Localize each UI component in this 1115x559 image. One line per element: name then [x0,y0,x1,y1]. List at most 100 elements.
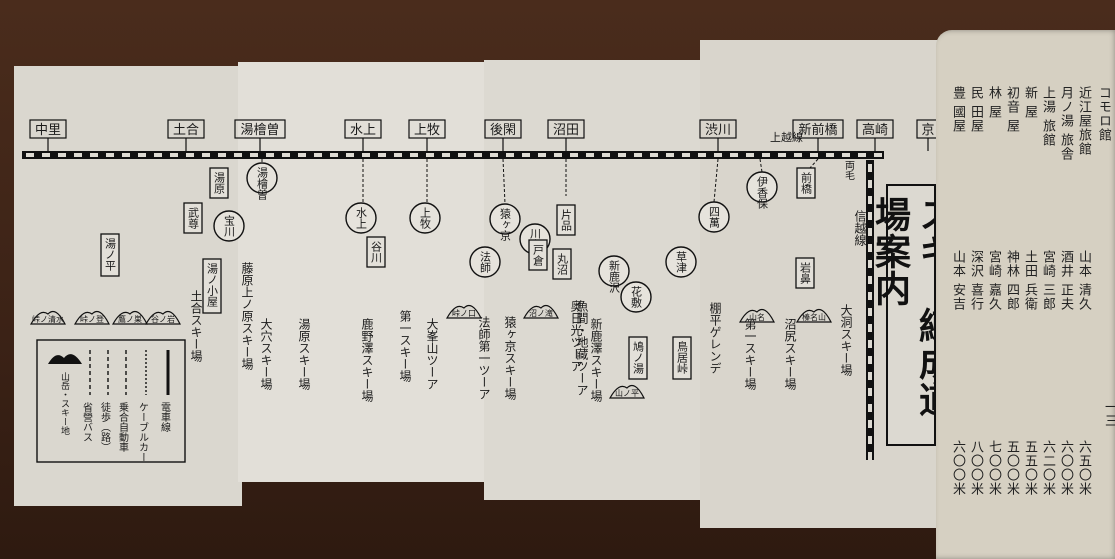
book-elevation: 五〇〇米 [1004,440,1019,496]
map-legend: 山岳・スキー地電車線ケーブルカー乗合自動車徒歩（路）省營バス [36,339,186,463]
ski-ground-label: 鹿野澤スキー場 [360,317,374,403]
rail-tie [378,153,386,157]
rail-tie [868,212,872,220]
mountain-label: 谷ノ岩 [151,314,175,324]
spa-label: 四萬 [708,206,721,229]
book-owner: 宮崎 嘉久 [986,250,1001,312]
mountain-label: 鷹ノ巣 [118,314,142,324]
rail-tie [570,153,578,157]
book-owner: 山本 安吉 [950,250,965,312]
mountain-label: 山ノ平 [615,388,639,398]
legend-frame [36,339,186,463]
rail-tie [554,153,562,157]
rail-tie [106,153,114,157]
rail-tie [868,308,872,316]
book-inn-name: 豊 國屋 [950,86,965,134]
rail-tie [474,153,482,157]
rail-tie [538,153,546,157]
bus-stop-label: 戸倉 [532,244,545,267]
bus-stop-box [202,258,222,314]
mountain-mark [111,311,148,325]
rail-tie [90,153,98,157]
bus-stop-label: 武尊 [187,207,200,230]
rail-tie [26,153,34,157]
spa-label: 湯檜曽 [256,167,269,201]
station-labels: 中里土合湯檜曽水上上牧後閑沼田渋川新前橋高崎京 [29,119,940,151]
bus-stop-box [100,233,120,277]
book-inn-name: 上湯 旅館 [1040,86,1055,148]
spa-label: 草津 [675,251,688,273]
rail-tie [522,153,530,157]
rail-tie [442,153,450,157]
rail-tie [426,153,434,157]
rail-tie [794,153,802,157]
rail-tie [868,324,872,332]
legend-item-label: 省營バス [81,401,93,442]
route-line [502,158,506,205]
station-label: 後閑 [490,123,516,138]
route-line [713,158,719,203]
rail-tie [330,153,338,157]
rail-tie [868,292,872,300]
rail-tie [506,153,514,157]
book-inn-name: 近江屋旅館 [1076,86,1091,156]
rail-tie [618,153,626,157]
book-inn-name: 月ノ湯 旅舎 [1058,86,1073,162]
ski-ground-label: 棚平ゲレンデ [708,301,722,374]
book-elevation: 七〇〇米 [986,440,1001,496]
rail-tie [394,153,402,157]
book-page: コモロ館近江屋旅館月ノ湯 旅舎上湯 旅館新 屋初音 屋林 屋民 田屋豊 國屋山本… [936,30,1115,559]
rail-tie [868,260,872,268]
station-label: 土合 [173,123,199,138]
ski-ground-label: 大穴スキー場 [259,318,273,391]
spa-circle [620,281,652,313]
bus-stop-label: 丸沼 [556,253,569,276]
rail-tie [730,153,738,157]
rail-tie [282,153,290,157]
mountain-mark [445,305,482,319]
mountain-marks: 峠ノ清水峠ノ登鷹ノ巣谷ノ岩峠ノ口沼ノ滝山ノ平山名榛名山 [29,305,832,399]
rail-tie [250,153,258,157]
rail-tie [868,420,872,428]
legend-item-label: 電車線 [159,402,171,432]
book-elevation: 五五〇米 [1022,440,1037,496]
bus-stop-box [209,167,229,199]
bus-stop-label: 鳩ノ湯 [632,340,645,375]
rail-tie [868,244,872,252]
station-label: 新前橋 [798,122,837,138]
rail-tie [810,153,818,157]
rail-tie [868,372,872,380]
rail-tie [634,153,642,157]
rail-tie [778,153,786,157]
station-label: 京 [921,123,934,138]
rail-tie [868,228,872,236]
rail-tie [868,340,872,348]
ski-ground-label: 沼尻スキー場 [783,318,797,391]
rail-tie [234,153,242,157]
book-owner: 山本 清久 [1076,250,1091,312]
bus-stop-box [628,336,648,380]
spa-circle [598,255,630,287]
legend-mountain-label: 山岳・スキー地 [59,372,70,435]
spa-label: 新鹿沢 [608,259,621,294]
ski-ground-label: 藤原上ノ原スキー場 [240,262,254,371]
mountain-label: 榛名山 [802,312,826,322]
joetsu-line-label: 上越線 [770,130,803,144]
mountain-label: 峠ノ口 [452,308,476,318]
spa-circle [345,202,377,234]
bus-stop-label: 谷川 [370,241,383,263]
mountain-mark [73,311,110,325]
rail-tie [868,404,872,412]
bus-stop-label: 片品 [560,209,573,231]
rail-tie [874,153,882,157]
bus-stop-label: 湯ノ平 [104,238,117,272]
mountain-mark [608,385,645,399]
legend-item-label: 乗合自動車 [117,402,129,453]
rail-tie [746,153,754,157]
spa-label: 法師 [479,250,492,273]
rail-tie [868,452,872,460]
station-label: 中里 [35,123,61,138]
book-inn-name: 民 田屋 [968,86,983,134]
station-label: 沼田 [553,123,579,138]
